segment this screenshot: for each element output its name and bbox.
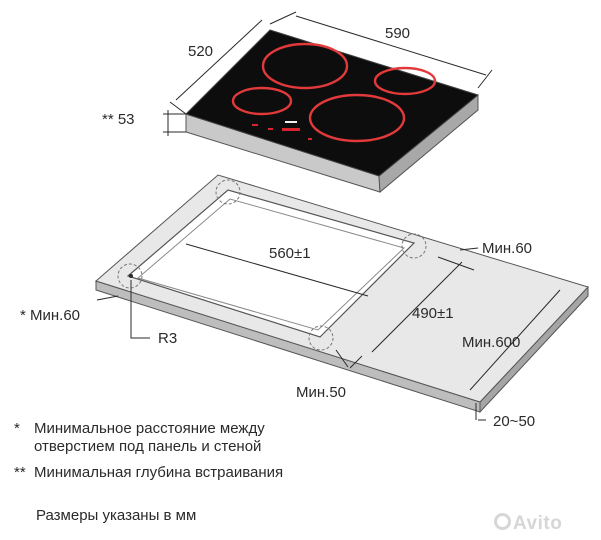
r3-anchor-dot — [129, 274, 133, 278]
corner-detail-back-right — [401, 233, 427, 259]
touch-controls — [252, 121, 312, 140]
footnote-1-line-2: отверстием под панель и стеной — [34, 438, 262, 455]
cooktop-dimensions — [163, 11, 493, 136]
dim-worktop-thickness: 20~50 — [493, 413, 535, 430]
footnote-mark-1: * — [14, 420, 20, 437]
worktop — [94, 174, 589, 414]
footnote-single-star: * Минимальное расстояние между — [14, 420, 265, 438]
cutout-hole — [126, 189, 416, 338]
avito-logo-icon — [494, 513, 511, 530]
dim-radius-r3: R3 — [158, 330, 177, 347]
burner-ring-front-right — [308, 93, 406, 143]
corner-detail-back-left — [215, 179, 241, 205]
dim-width-590: 590 — [385, 25, 410, 42]
avito-watermark: Avito — [494, 513, 562, 535]
burner-ring-front-left — [231, 86, 293, 116]
dim-min-60-side: * Мин.60 — [20, 307, 80, 324]
dim-cutout-depth: 490±1 — [412, 305, 454, 322]
footnote-single-star-line2: отверстием под панель и стеной — [34, 438, 261, 456]
cooktop-glass — [185, 29, 480, 177]
dim-depth-520: 520 — [188, 43, 213, 60]
footnote-1-line-1: Минимальное расстояние между — [34, 420, 265, 437]
corner-detail-front-right — [308, 325, 334, 351]
burner-ring-back-right — [373, 66, 437, 96]
corner-detail-front-left — [117, 263, 143, 289]
dim-min-50-front: Мин.50 — [296, 384, 346, 401]
footnote-2-text: Минимальная глубина встраивания — [34, 464, 284, 481]
cooktop — [185, 29, 480, 194]
cutout-inner-edge — [136, 198, 405, 331]
units-note-text: Размеры указаны в мм — [36, 507, 197, 524]
footnote-double-star: ** Минимальная глубина встраивания — [14, 464, 283, 482]
units-note: Размеры указаны в мм — [36, 507, 196, 525]
footnote-mark-2: ** — [14, 464, 26, 481]
dim-cutout-width: 560±1 — [269, 245, 311, 262]
dim-min-600: Мин.600 — [462, 334, 520, 351]
burner-ring-back-left — [261, 42, 349, 90]
dim-min-60-back: Мин.60 — [482, 240, 532, 257]
watermark-text: Avito — [513, 513, 563, 534]
worktop-dimensions — [96, 243, 561, 421]
dim-thickness-53: ** 53 — [102, 111, 135, 128]
